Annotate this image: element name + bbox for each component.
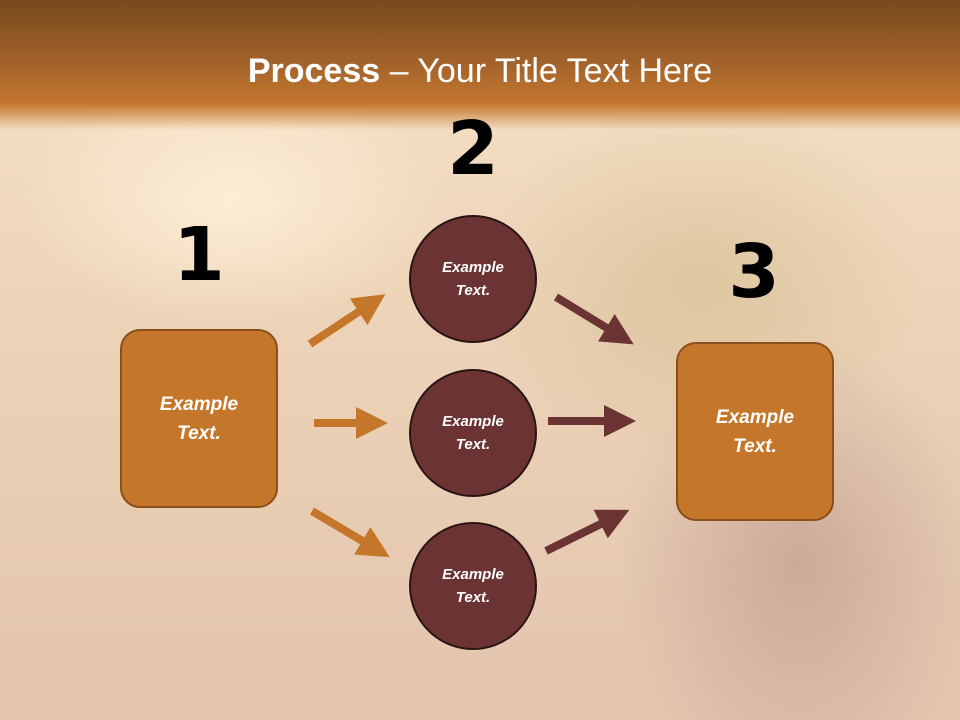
- arrow-down-right-2: [553, 293, 634, 345]
- title-bold: Process: [247, 52, 381, 90]
- arrow-down-right: [309, 507, 390, 558]
- step-number-1: 1: [173, 212, 225, 298]
- step-number-2: 2: [447, 106, 499, 192]
- step-3-box: Example Text.: [676, 342, 834, 521]
- step-2-circle-1: Example Text.: [409, 215, 537, 343]
- circle-2-text: Example Text.: [442, 413, 504, 453]
- step-3-text: Example Text.: [715, 406, 795, 457]
- step-1-text: Example Text.: [159, 393, 239, 444]
- step-2-circle-2: Example Text.: [409, 369, 537, 497]
- step-2-circle-3: Example Text.: [409, 522, 537, 650]
- title-rest: – Your Title Text Here: [380, 52, 713, 90]
- arrow-up-right-2: [544, 509, 630, 555]
- circle-3-text: Example Text.: [442, 566, 504, 606]
- step-1-box: Example Text.: [120, 329, 278, 508]
- step-number-3: 3: [728, 229, 780, 315]
- title-banner: [0, 0, 960, 130]
- arrow-up-right: [307, 294, 386, 348]
- slide-title: Process – Your Title Text Here: [0, 52, 960, 91]
- circle-1-text: Example Text.: [442, 259, 504, 299]
